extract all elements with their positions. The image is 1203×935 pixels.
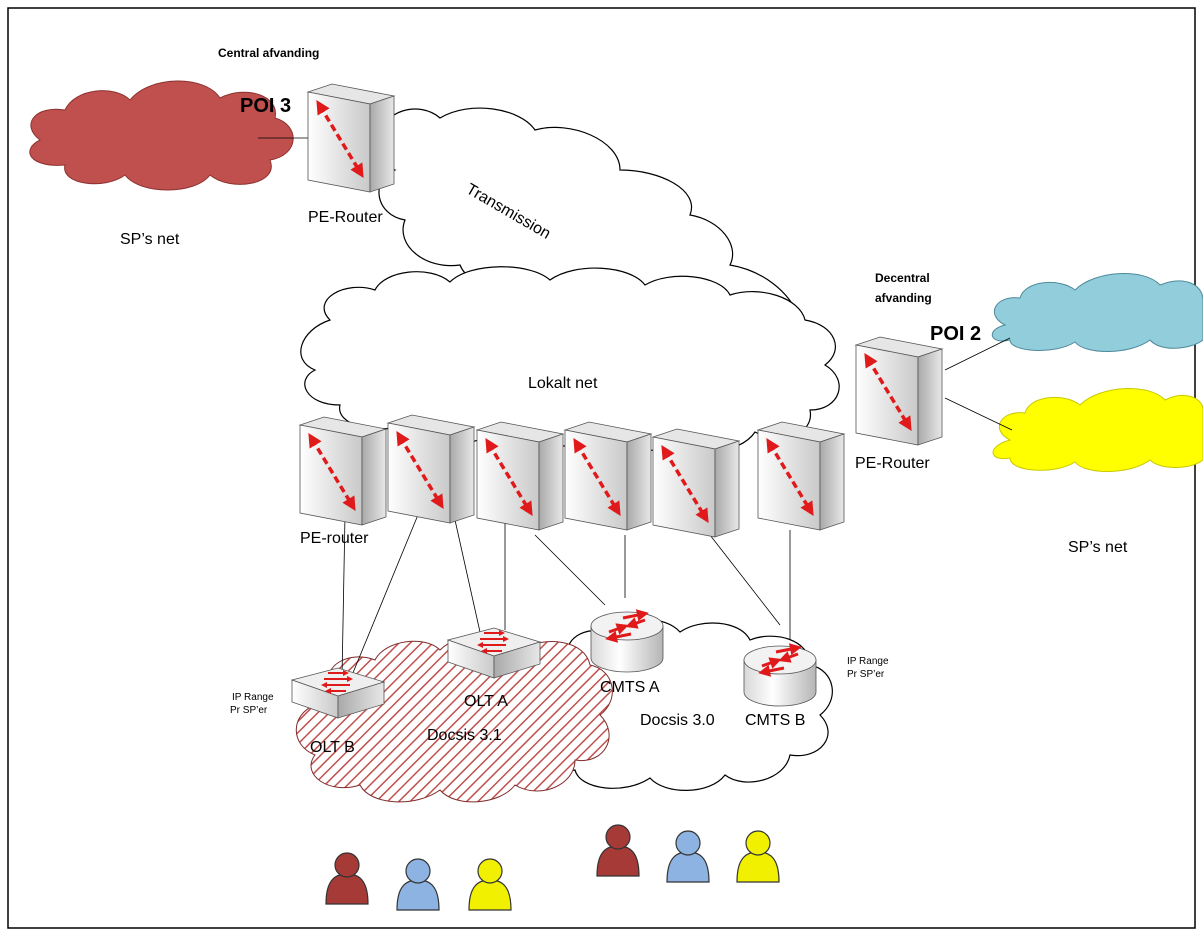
ip-range-right-line1: IP Range: [847, 656, 889, 667]
decentral-label-line1: Decentral: [875, 271, 930, 285]
docsis31-label: Docsis 3.1: [427, 727, 502, 744]
cmts-a-router: [590, 609, 664, 673]
pe-router-local-3: [475, 421, 565, 531]
ip-range-right-line2: Pr SP’er: [847, 669, 885, 680]
users: [325, 824, 780, 911]
pe-router-poi2: [854, 336, 944, 446]
user-icon-red-1: [325, 852, 369, 905]
bidirectional-arrow-icon: [661, 445, 709, 523]
pe-router-top-label: PE-Router: [308, 209, 383, 226]
decentral-label-line2: afvanding: [875, 291, 932, 305]
pe-router-local-2: [386, 414, 476, 524]
sp-cloud-yellow: [992, 388, 1203, 472]
bidirectional-arrow-icon: [766, 438, 814, 516]
olt-a-label: OLT A: [464, 693, 508, 710]
user-icon-blue-1: [396, 858, 440, 911]
bidirectional-arrow-icon: [573, 438, 621, 516]
lokalt-net-label: Lokalt net: [528, 375, 598, 392]
bidirectional-arrow-icon: [308, 433, 356, 511]
pe-router-bottom-label: PE-router: [300, 530, 369, 547]
devices: [290, 83, 944, 719]
user-icon-blue-2: [666, 830, 710, 883]
central-afvanding-label: Central afvanding: [218, 46, 319, 60]
ip-range-left-line1: IP Range: [232, 692, 274, 703]
pe-router-local-1: [298, 416, 388, 526]
pe-router-local-4: [563, 421, 653, 531]
poi3-label: POI 3: [240, 95, 291, 117]
pe-router-local-5: [651, 428, 741, 538]
connection-lines: [258, 137, 1013, 681]
cmts-b-router: [743, 643, 817, 707]
lokalt-net-cloud: [300, 266, 840, 456]
bidirectional-arrow-icon: [864, 353, 912, 431]
cmts-a-label: CMTS A: [600, 679, 660, 696]
docsis31-cloud: [295, 635, 613, 803]
olt-b-switch: [290, 667, 386, 719]
ip-range-left-line2: Pr SP’er: [230, 705, 268, 716]
sp-cloud-red: [29, 80, 294, 191]
pe-router-right-label: PE-Router: [855, 455, 930, 472]
bidirectional-arrow-icon: [396, 431, 444, 509]
poi2-label: POI 2: [930, 323, 981, 345]
docsis30-label: Docsis 3.0: [640, 712, 715, 729]
user-icon-yellow-1: [468, 858, 512, 911]
olt-a-switch: [446, 627, 542, 679]
pe-router-local-6: [756, 421, 846, 531]
bidirectional-arrow-icon: [316, 100, 364, 178]
pe-router-poi3: [306, 83, 396, 193]
bidirectional-arrow-icon: [485, 438, 533, 516]
sp-net-left-label: SP’s net: [120, 231, 180, 248]
user-icon-red-2: [596, 824, 640, 877]
user-icon-yellow-2: [736, 830, 780, 883]
sp-net-right-label: SP’s net: [1068, 539, 1128, 556]
cmts-b-label: CMTS B: [745, 712, 805, 729]
olt-b-label: OLT B: [310, 739, 355, 756]
